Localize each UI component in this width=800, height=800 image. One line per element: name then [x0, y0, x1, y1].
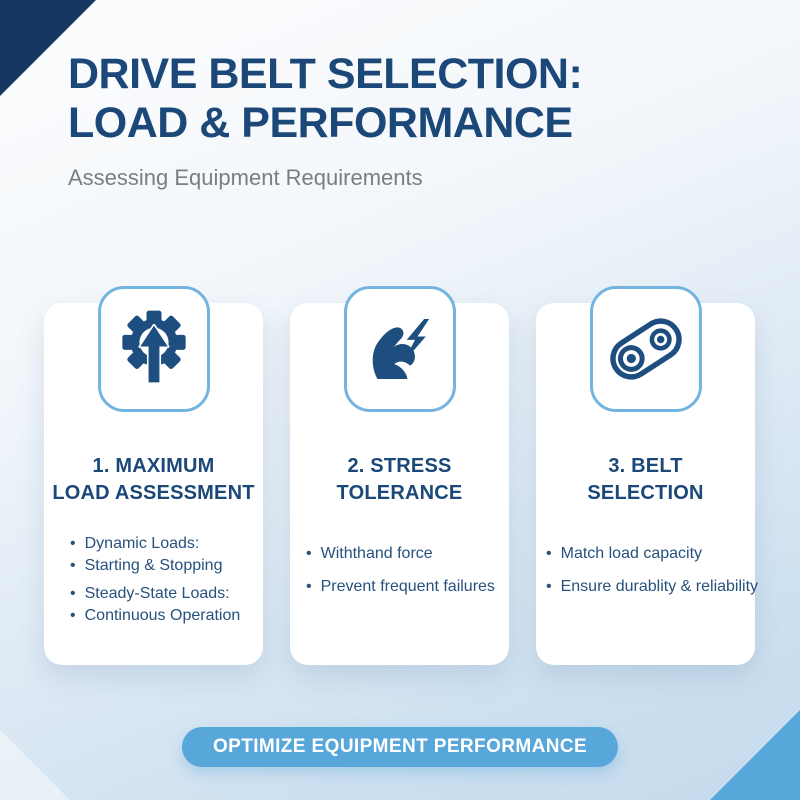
- bullet-group: • Match load capacity: [546, 543, 755, 565]
- card-belt-selection: 3. BELT SELECTION • Match load capacity …: [536, 286, 759, 665]
- page-title-line1: DRIVE BELT SELECTION:: [68, 50, 583, 98]
- bullet-list: • Dynamic Loads: • Starting & Stopping •…: [44, 533, 263, 626]
- bullet-item: • Steady-State Loads:: [70, 583, 263, 605]
- card-heading: 1. MAXIMUM LOAD ASSESSMENT: [52, 455, 255, 504]
- bullet-group: • Dynamic Loads: • Starting & Stopping: [70, 533, 263, 576]
- page-title: DRIVE BELT SELECTION: LOAD & PERFORMANCE: [68, 50, 748, 148]
- bullet-group: • Ensure durablity & reliability: [546, 576, 759, 598]
- bullet-list: • Withthand force • Prevent frequent fai…: [290, 543, 509, 597]
- card-icon-tile: [97, 286, 210, 412]
- bullet-dot: •: [546, 545, 552, 562]
- page-title-line2: LOAD & PERFORMANCE: [68, 99, 573, 147]
- bullet-dot: •: [546, 577, 552, 595]
- bullet-text: Withthand force: [320, 545, 433, 562]
- card-icon-tile: [343, 286, 456, 412]
- bullet-item: • Ensure durablity & reliability: [546, 576, 759, 598]
- bullet-dot: •: [70, 556, 76, 574]
- bullet-group: • Steady-State Loads: • Continuous Opera…: [70, 583, 263, 626]
- bullet-text: Steady-State Loads:: [84, 585, 230, 602]
- corner-accent-bottom-left: [0, 730, 70, 800]
- bullet-dot: •: [70, 585, 76, 602]
- bullet-dot: •: [306, 545, 312, 562]
- bullet-item: • Match load capacity: [546, 543, 755, 565]
- card-icon-tile: [589, 286, 702, 412]
- optimize-performance-button[interactable]: OPTIMIZE EQUIPMENT PERFORMANCE: [181, 727, 619, 767]
- bullet-item: • Dynamic Loads:: [70, 533, 263, 555]
- bullet-dot: •: [306, 577, 312, 595]
- card-stress-tolerance: 2. STRESS TOLERANCE • Withthand force • …: [290, 286, 509, 665]
- bullet-group: • Prevent frequent failures: [306, 576, 509, 598]
- bullet-item: • Starting & Stopping: [70, 555, 263, 577]
- header: DRIVE BELT SELECTION: LOAD & PERFORMANCE…: [68, 50, 748, 191]
- card-heading: 3. BELT SELECTION: [587, 455, 704, 504]
- bullet-text: Match load capacity: [560, 545, 703, 562]
- corner-accent-bottom-right: [710, 710, 800, 800]
- bullet-group: • Withthand force: [306, 543, 509, 565]
- bullet-item: • Continuous Operation: [70, 605, 263, 627]
- bullet-text: Starting & Stopping: [84, 556, 223, 574]
- bullet-item: • Prevent frequent failures: [306, 576, 509, 598]
- bullet-dot: •: [70, 535, 76, 552]
- bullet-list: • Match load capacity • Ensure durablity…: [536, 543, 759, 598]
- page-subtitle: Assessing Equipment Requirements: [68, 165, 423, 190]
- bullet-text: Ensure durablity & reliability: [560, 577, 759, 595]
- bullet-item: • Withthand force: [306, 543, 509, 565]
- bullet-dot: •: [70, 606, 76, 624]
- bullet-text: Dynamic Loads:: [84, 535, 200, 552]
- bullet-text: Prevent frequent failures: [320, 577, 495, 595]
- belt-drive-icon: [609, 318, 682, 380]
- card-heading: 2. STRESS TOLERANCE: [336, 455, 463, 504]
- muscle-strength-icon: [372, 319, 429, 379]
- card-maximum-load-assessment: 1. MAXIMUM LOAD ASSESSMENT • Dynamic Loa…: [44, 286, 263, 665]
- bullet-text: Continuous Operation: [84, 606, 241, 624]
- gear-load-icon: [121, 310, 186, 385]
